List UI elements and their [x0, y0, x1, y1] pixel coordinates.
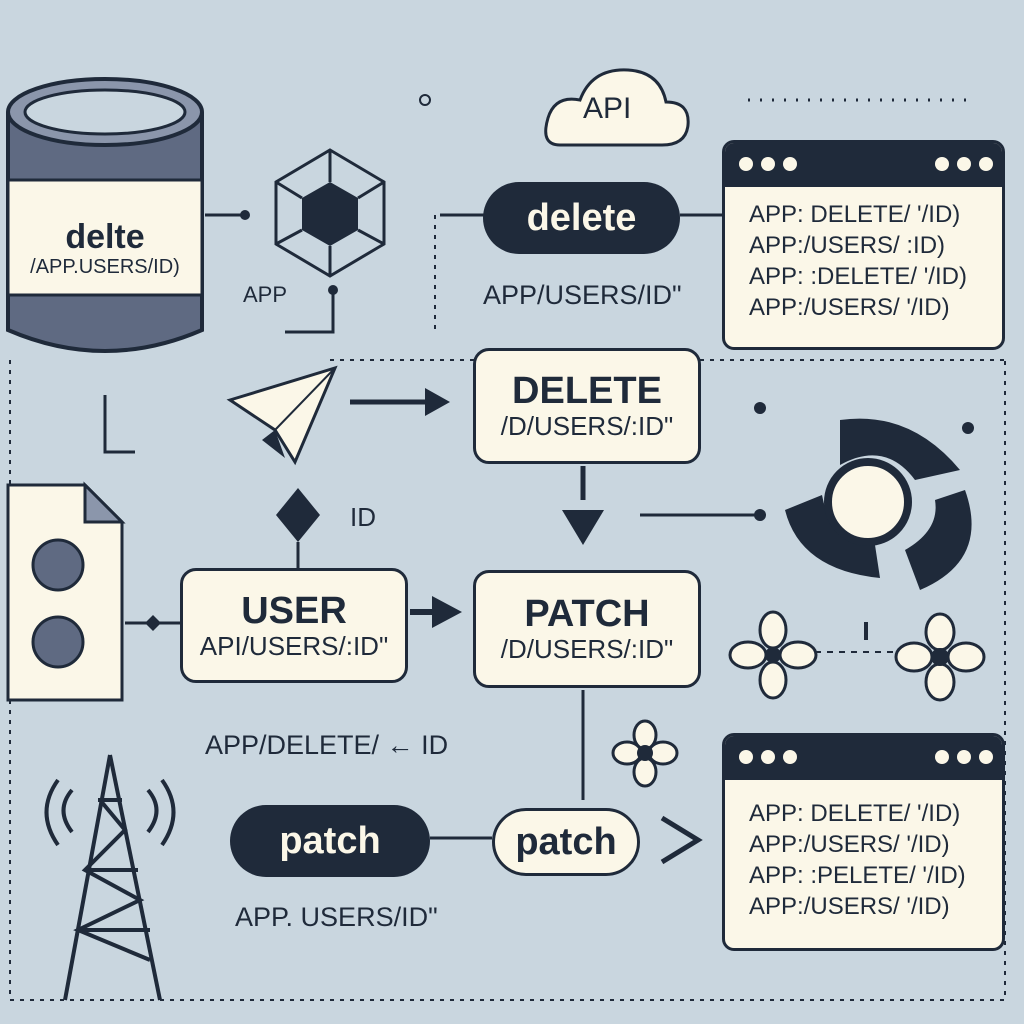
diamond-marker [145, 615, 161, 631]
window-line: APP: DELETE/ '/ID) [749, 800, 961, 827]
window-lines: APP: DELETE/ '/ID) APP:/USERS/ '/ID) APP… [725, 780, 1002, 922]
hexagon-cube-icon [274, 148, 386, 278]
window-dot-icon [935, 750, 949, 764]
app-delete-id-label: APP/DELETE/ ← ID [205, 730, 449, 760]
delete-box-path: /D/USERS/:ID" [500, 411, 674, 441]
app-label: APP [243, 282, 288, 307]
window-line: APP: :DELETE/ '/ID) [749, 263, 967, 290]
flower-icon [894, 612, 986, 702]
patch-box-path: /D/USERS/:ID" [500, 634, 674, 664]
arrow-icon [350, 388, 450, 416]
window-line: APP:/USERS/ '/ID) [749, 893, 950, 920]
browser-window-bottom: APP: DELETE/ '/ID) APP:/USERS/ '/ID) APP… [722, 733, 1005, 951]
delete-box-title: DELETE [512, 370, 662, 412]
connector-dot [754, 509, 766, 521]
patch-box-title: PATCH [524, 593, 650, 635]
patch-endpoint-box[interactable]: PATCH /D/USERS/:ID" [473, 570, 701, 688]
window-dot-icon [957, 157, 971, 171]
cylinder-title: delte [5, 218, 205, 257]
user-box-path: API/USERS/:ID" [199, 630, 389, 661]
patch-pill-light[interactable]: patch [492, 808, 640, 876]
window-line: APP:/USERS/ '/ID) [749, 294, 950, 321]
database-cylinder-icon [6, 77, 204, 353]
diamond-arrow-icon [276, 488, 320, 568]
window-dot-icon [935, 157, 949, 171]
cloud-icon [544, 68, 690, 147]
decor-dot [754, 402, 766, 414]
browser-window-top: APP: DELETE/ '/ID) APP:/USERS/ :ID) APP:… [722, 140, 1005, 350]
id-label: ID [350, 502, 376, 532]
window-line: APP:/USERS/ '/ID) [749, 831, 950, 858]
window-titlebar [725, 143, 1002, 187]
app-users-id-label: APP/USERS/ID" [483, 280, 682, 310]
connector-dot [240, 210, 250, 220]
window-dot-icon [783, 157, 797, 171]
delete-endpoint-box[interactable]: DELETE /D/USERS/:ID" [473, 348, 701, 464]
connector-dot [328, 285, 338, 295]
window-dot-icon [957, 750, 971, 764]
patch-pill-dark[interactable]: patch [230, 805, 430, 877]
cylinder-title-text: delte [65, 218, 145, 256]
decor-dot [962, 422, 974, 434]
window-line: APP: :PELETE/ '/ID) [749, 862, 966, 889]
connector-elbow [103, 395, 135, 454]
window-dot-icon [761, 157, 775, 171]
app-users-id-bottom-label: APP. USERS/ID" [235, 902, 438, 932]
window-dot-icon [739, 750, 753, 764]
paper-plane-icon [226, 365, 338, 466]
document-icon [6, 481, 126, 702]
user-box-title: USER [241, 589, 347, 632]
delete-pill[interactable]: delete [483, 182, 680, 254]
arrow-icon [660, 815, 703, 865]
window-dot-icon [783, 750, 797, 764]
flower-icon [728, 610, 818, 700]
decor-dot [419, 94, 431, 106]
window-dot-icon [739, 157, 753, 171]
window-dot-icon [979, 750, 993, 764]
flower-icon [611, 719, 679, 788]
window-lines: APP: DELETE/ '/ID) APP:/USERS/ :ID) APP:… [725, 187, 1002, 323]
connector-elbow [285, 290, 335, 334]
radio-tower-icon [44, 754, 176, 1001]
arrow-icon [410, 596, 462, 628]
cylinder-path: /APP.USERS/ID) [30, 256, 180, 278]
window-titlebar [725, 736, 1002, 780]
window-line: APP: DELETE/ '/ID) [749, 201, 961, 228]
cloud-label: API [583, 92, 632, 125]
user-endpoint-box[interactable]: USER API/USERS/:ID" [180, 568, 408, 683]
recycle-icon [785, 418, 972, 590]
window-dot-icon [979, 157, 993, 171]
arrow-down-icon [562, 466, 604, 545]
window-line: APP:/USERS/ :ID) [749, 232, 946, 259]
window-dot-icon [761, 750, 775, 764]
